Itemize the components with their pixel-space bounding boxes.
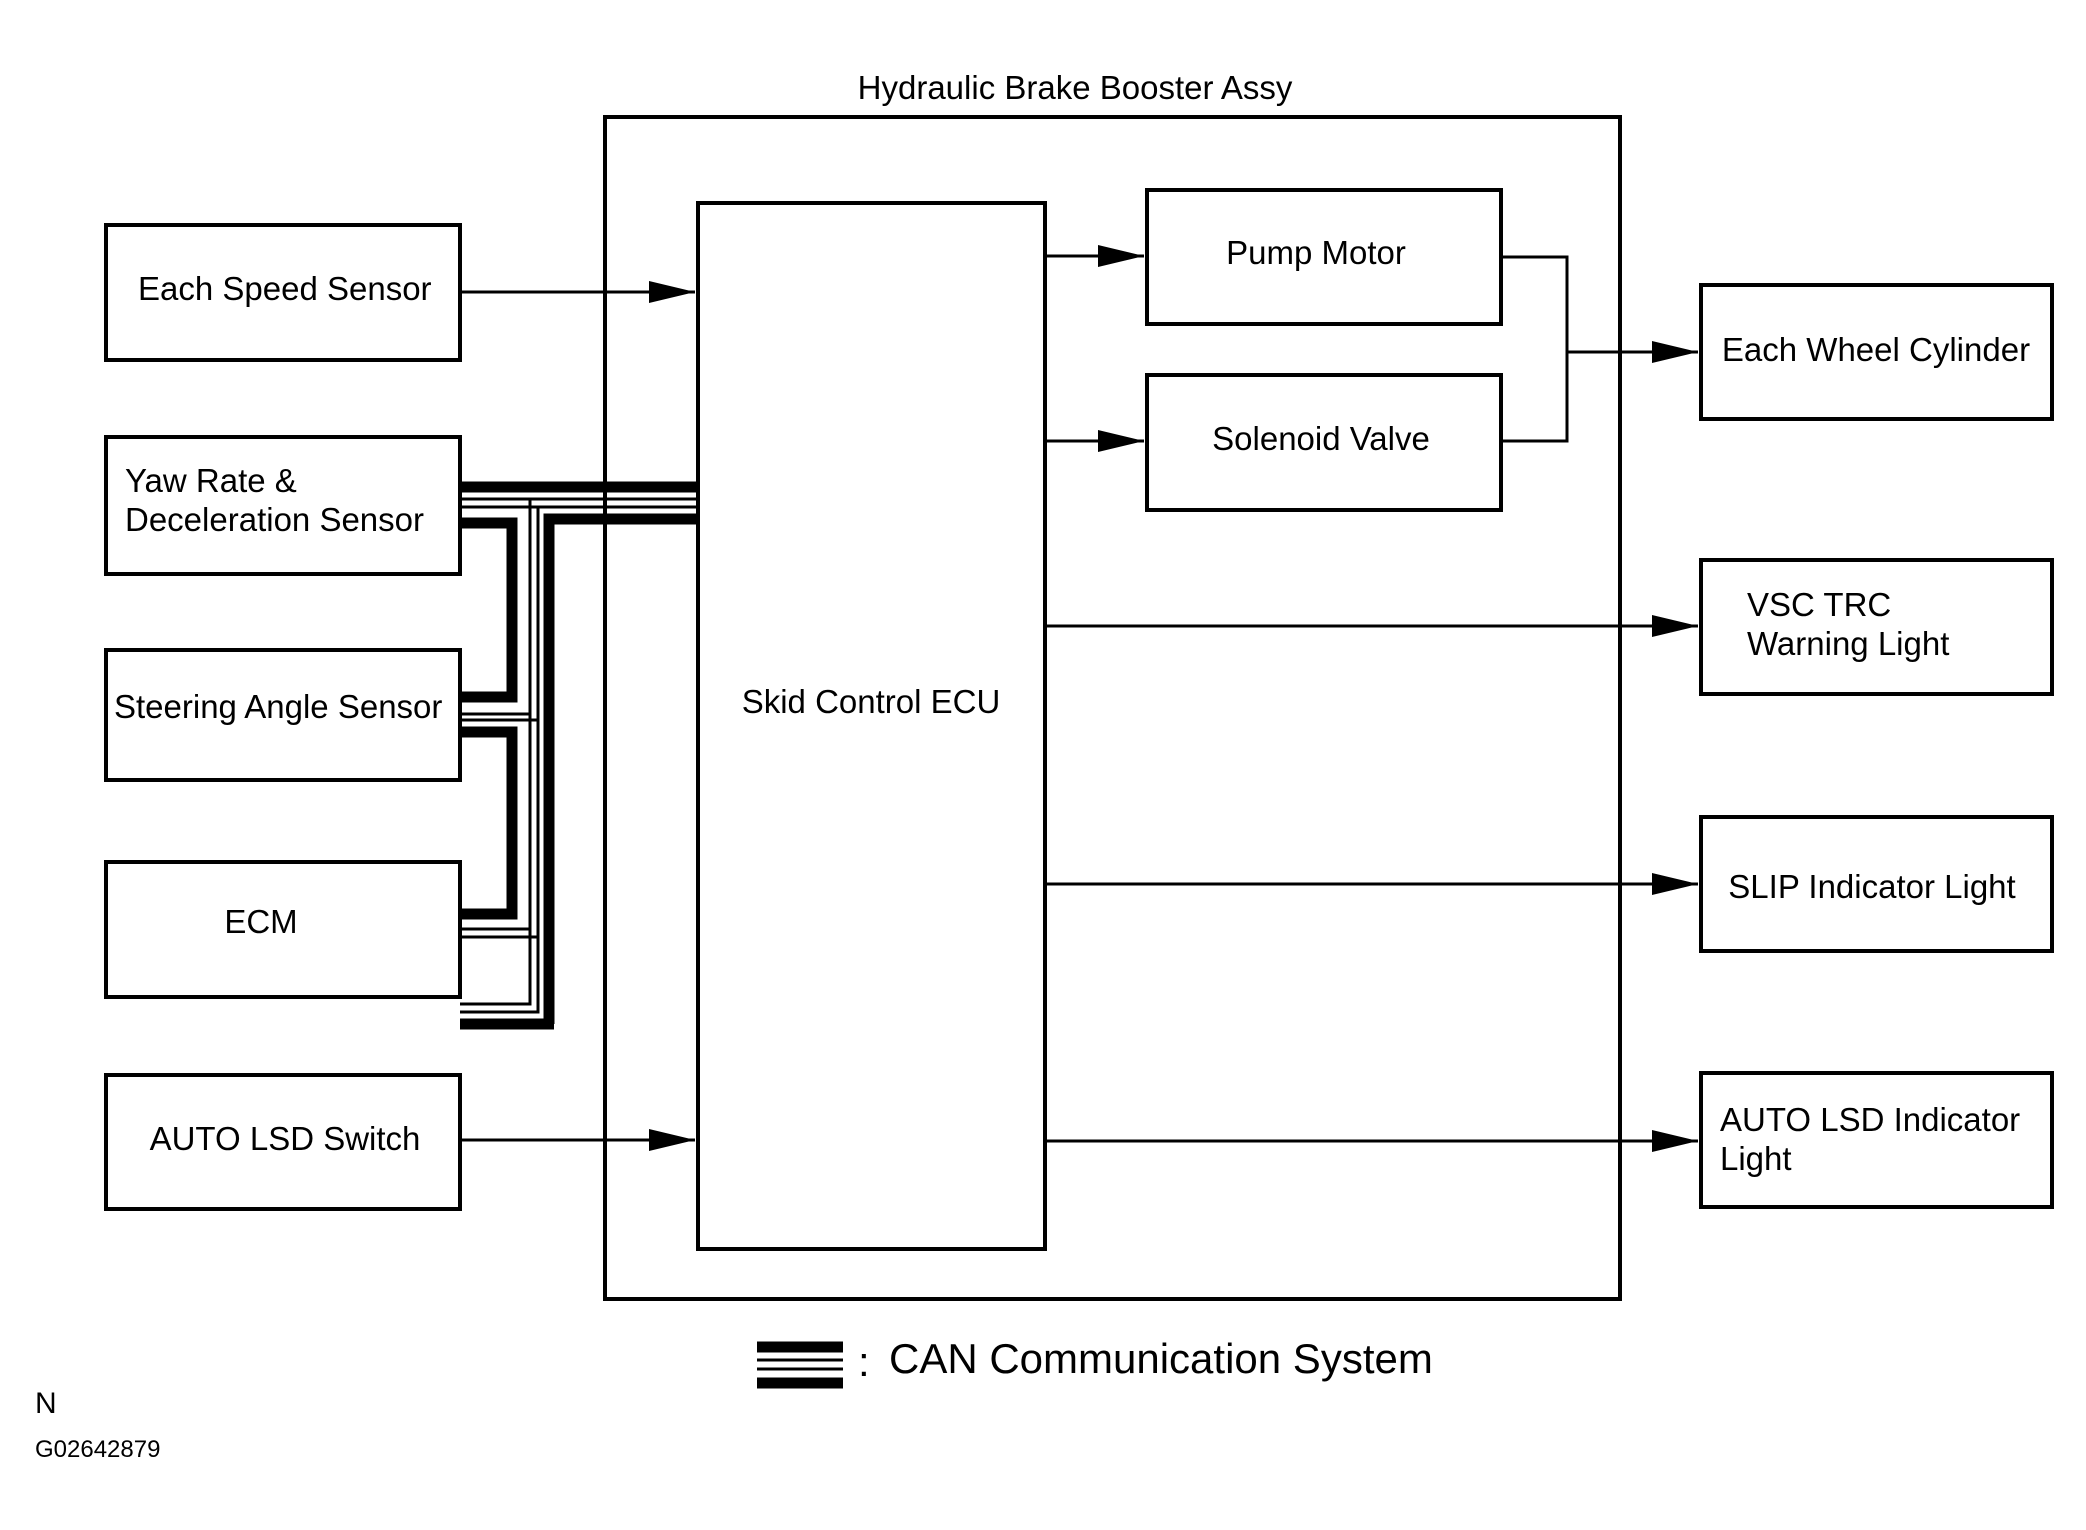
skid-control-ecu-label: Skid Control ECU [742,683,1001,720]
auto-lsd-switch-box [104,1073,462,1211]
ecm-box [104,860,462,999]
assembly-title: Hydraulic Brake Booster Assy [858,69,1293,106]
solenoid-valve-label: Solenoid Valve [1212,420,1430,457]
auto-lsd-indicator-label-line1: AUTO LSD Indicator [1720,1101,2020,1138]
pump-motor-label: Pump Motor [1226,234,1406,271]
auto-lsd-indicator-light-box [1699,1071,2054,1209]
figure-code: G02642879 [35,1436,160,1463]
slip-indicator-light-label: SLIP Indicator Light [1728,868,2015,905]
assembly-frame [603,115,1622,1301]
each-wheel-cylinder-label: Each Wheel Cylinder [1722,331,2030,368]
can-legend-separator: : [858,1338,870,1385]
can-legend-symbol [757,1341,843,1389]
vsc-trc-label-line1: VSC TRC [1747,586,1891,623]
vsc-trc-warning-light-box [1699,558,2054,696]
skid-control-ecu-box [696,201,1047,1251]
yaw-rate-label-line2: Deceleration Sensor [125,501,424,538]
ecm-label: ECM [224,903,297,940]
auto-lsd-switch-label: AUTO LSD Switch [150,1120,421,1157]
slip-indicator-light-box [1699,815,2054,953]
auto-lsd-indicator-label-line2: Light [1720,1140,1792,1177]
vsc-trc-label-line2: Warning Light [1747,625,1949,662]
yaw-rate-label-line1: Yaw Rate & [125,462,297,499]
corner-mark: N [35,1387,57,1420]
solenoid-valve-box [1145,373,1503,512]
steering-angle-sensor-label: Steering Angle Sensor [114,688,442,725]
steering-angle-sensor-box [104,648,462,782]
each-wheel-cylinder-box [1699,283,2054,421]
can-legend-label: CAN Communication System [889,1335,1433,1382]
pump-motor-box [1145,188,1503,326]
can-bus [460,481,698,1030]
each-speed-sensor-label: Each Speed Sensor [138,270,432,307]
yaw-rate-sensor-box [104,435,462,576]
wire-pump-motor-out [1501,255,1569,443]
